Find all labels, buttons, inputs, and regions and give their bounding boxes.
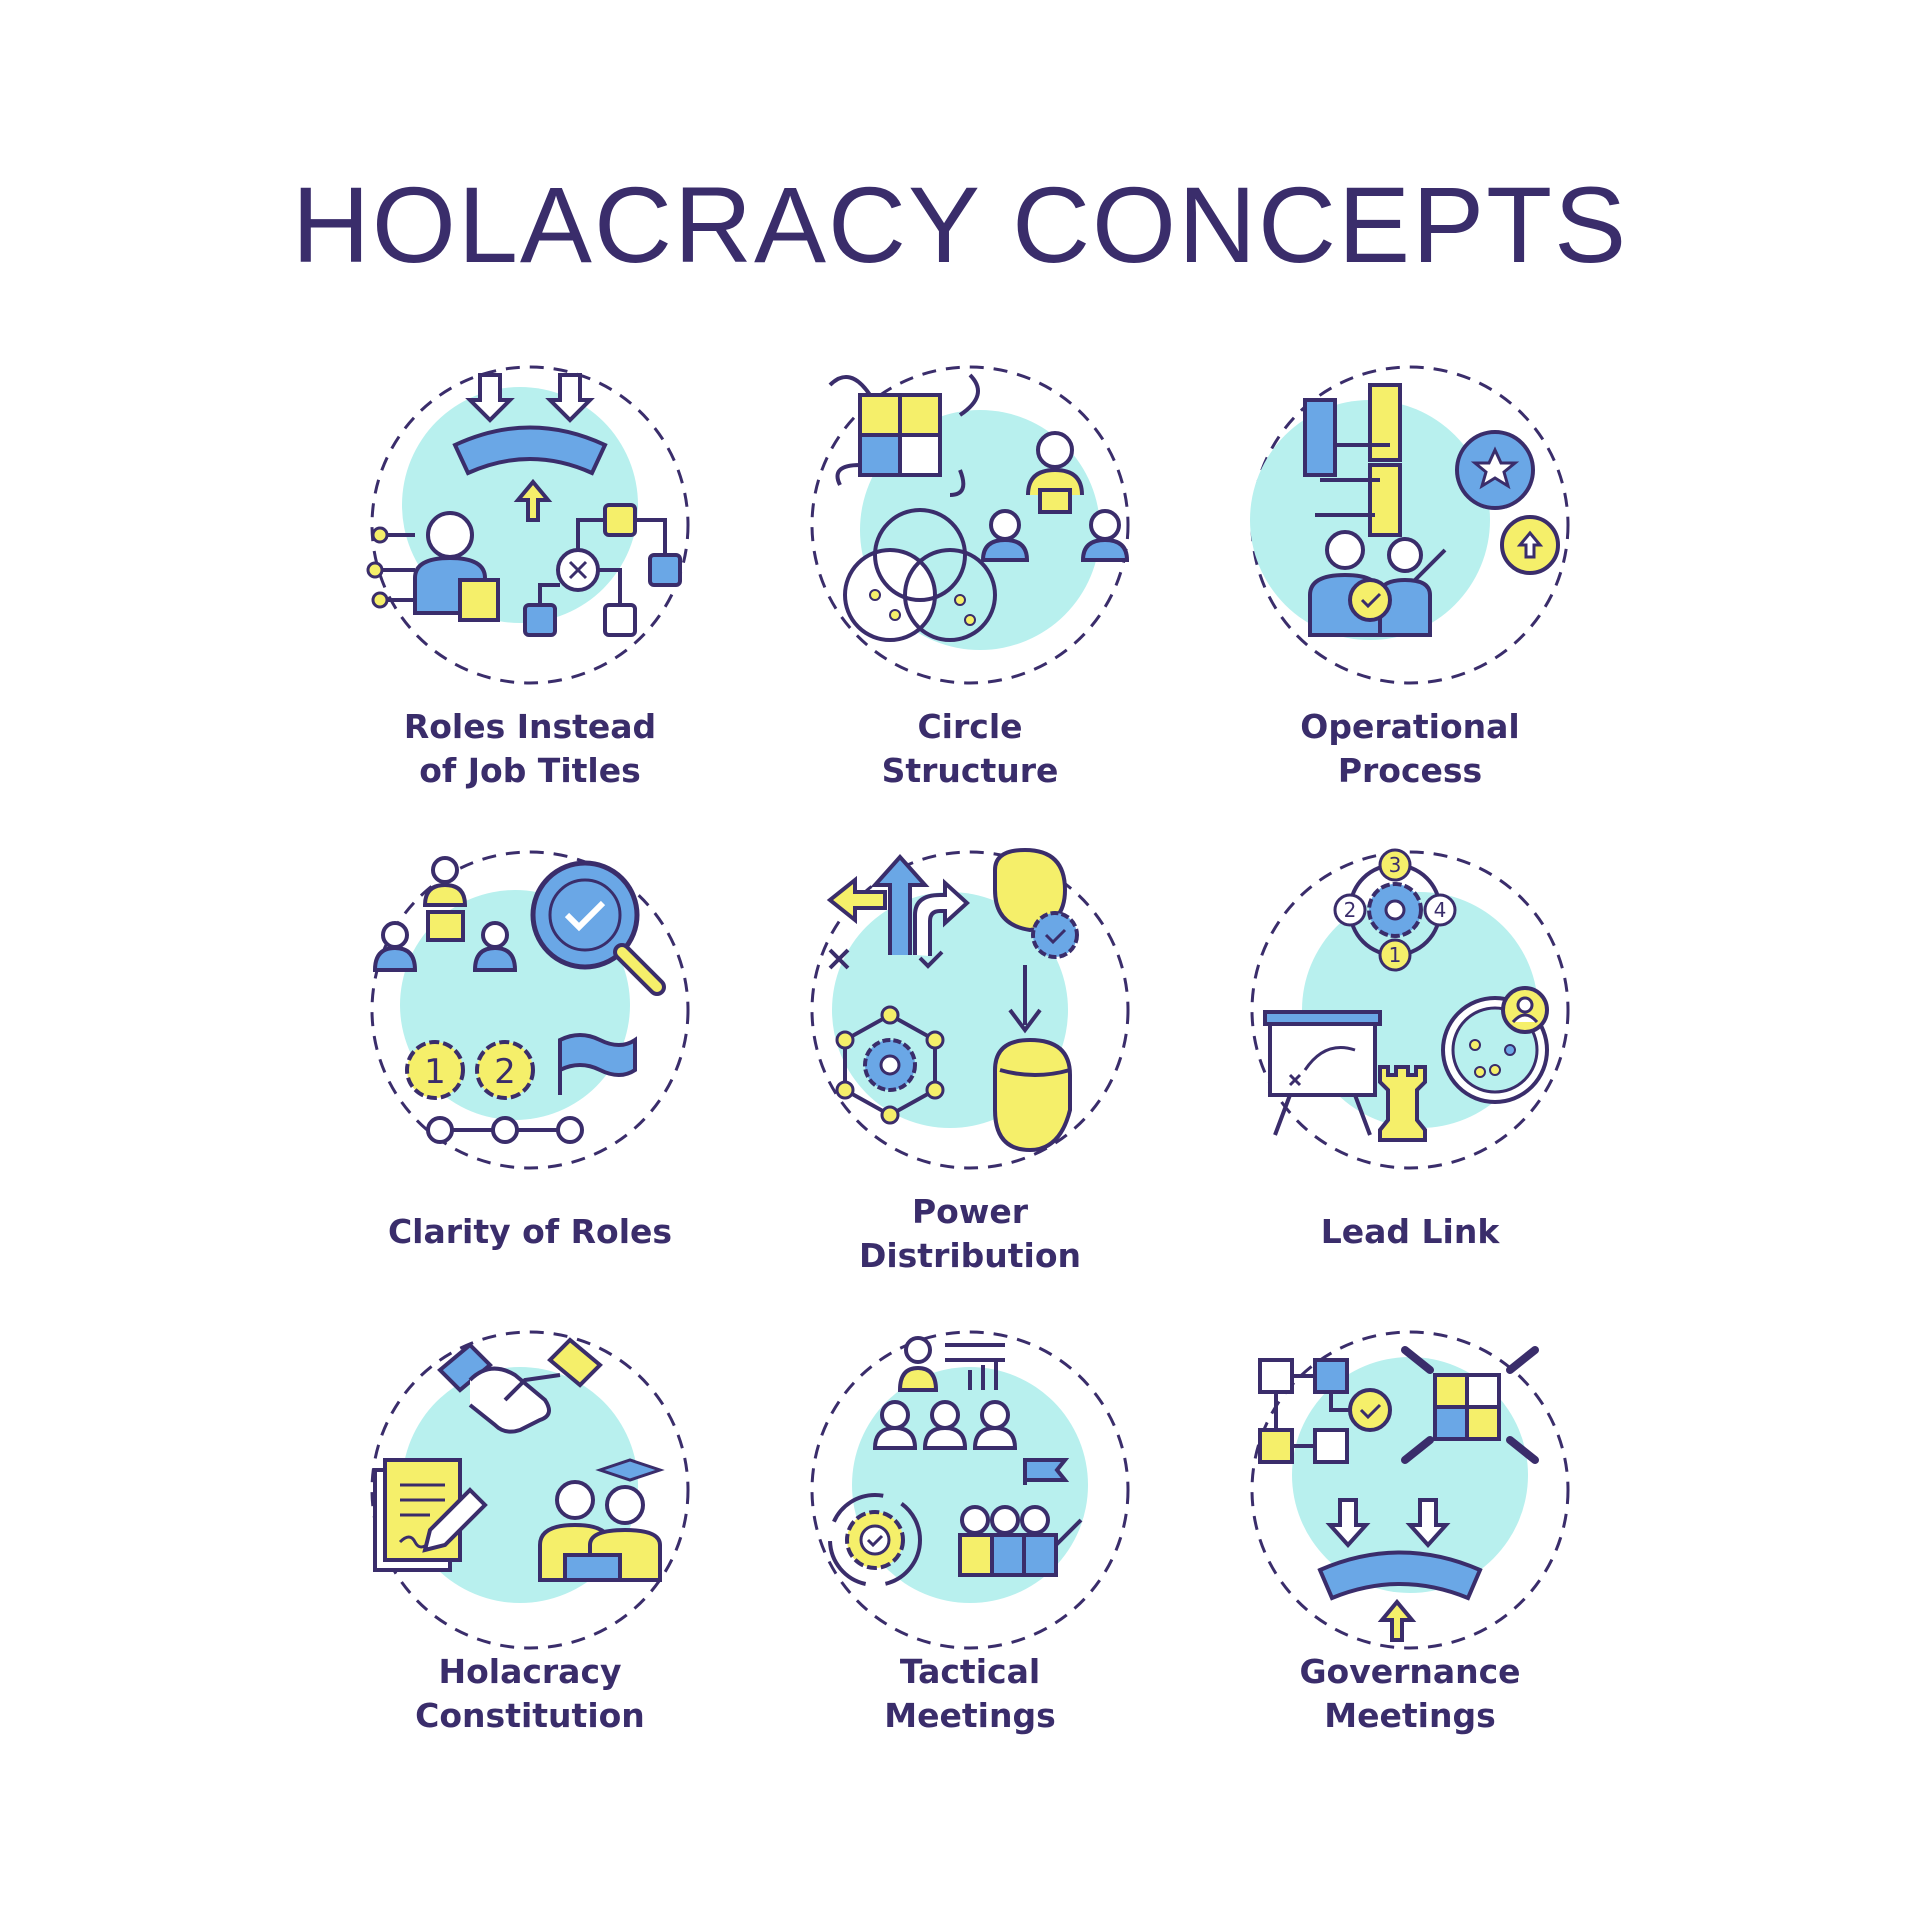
step-number: 1 (424, 1052, 446, 1092)
page-title: HOLACRACY CONCEPTS (291, 164, 1629, 285)
circle-structure-icon (810, 365, 1130, 685)
concept-card-governance-meetings: Governance Meetings (1190, 1320, 1630, 1780)
power-distribution-icon (810, 847, 1130, 1170)
clarity-of-roles-icon: 1 2 (370, 850, 690, 1170)
concept-label: Power Distribution (858, 1192, 1082, 1275)
lead-link-icon: 1 2 3 4 (1250, 848, 1570, 1170)
concept-label: Governance Meetings (1299, 1652, 1521, 1735)
concept-card-operational-process: Operational Process (1190, 355, 1630, 815)
concept-label: Holacracy Constitution (415, 1652, 645, 1735)
roles-instead-of-job-titles-icon (366, 365, 690, 685)
step-number: 4 (1434, 898, 1447, 922)
concept-label: Roles Instead of Job Titles (403, 707, 657, 790)
concept-card-tactical-meetings: Tactical Meetings (750, 1320, 1190, 1780)
concept-card-lead-link: 1 2 3 4 Lead Link (1190, 840, 1630, 1300)
tactical-meetings-icon (810, 1330, 1130, 1650)
concept-card-roles: Roles Instead of Job Titles (310, 355, 750, 815)
concept-label: Circle Structure (881, 707, 1059, 790)
concept-card-clarity-of-roles: 1 2 Clarity of Roles (310, 840, 750, 1300)
holacracy-constitution-icon (370, 1330, 690, 1650)
step-number: 1 (1389, 943, 1402, 967)
concept-label: Operational Process (1300, 707, 1520, 790)
concept-card-holacracy-constitution: Holacracy Constitution (310, 1320, 750, 1780)
concept-label: Tactical Meetings (884, 1652, 1056, 1735)
governance-meetings-icon (1250, 1330, 1570, 1650)
concept-card-power-distribution: Power Distribution (750, 840, 1190, 1300)
operational-process-icon (1250, 365, 1570, 685)
step-number: 2 (1344, 898, 1357, 922)
concept-label: Clarity of Roles (387, 1212, 673, 1251)
step-number: 3 (1389, 853, 1402, 877)
concept-card-circle-structure: Circle Structure (750, 355, 1190, 815)
concept-label: Lead Link (1320, 1212, 1500, 1251)
step-number: 2 (494, 1052, 516, 1092)
